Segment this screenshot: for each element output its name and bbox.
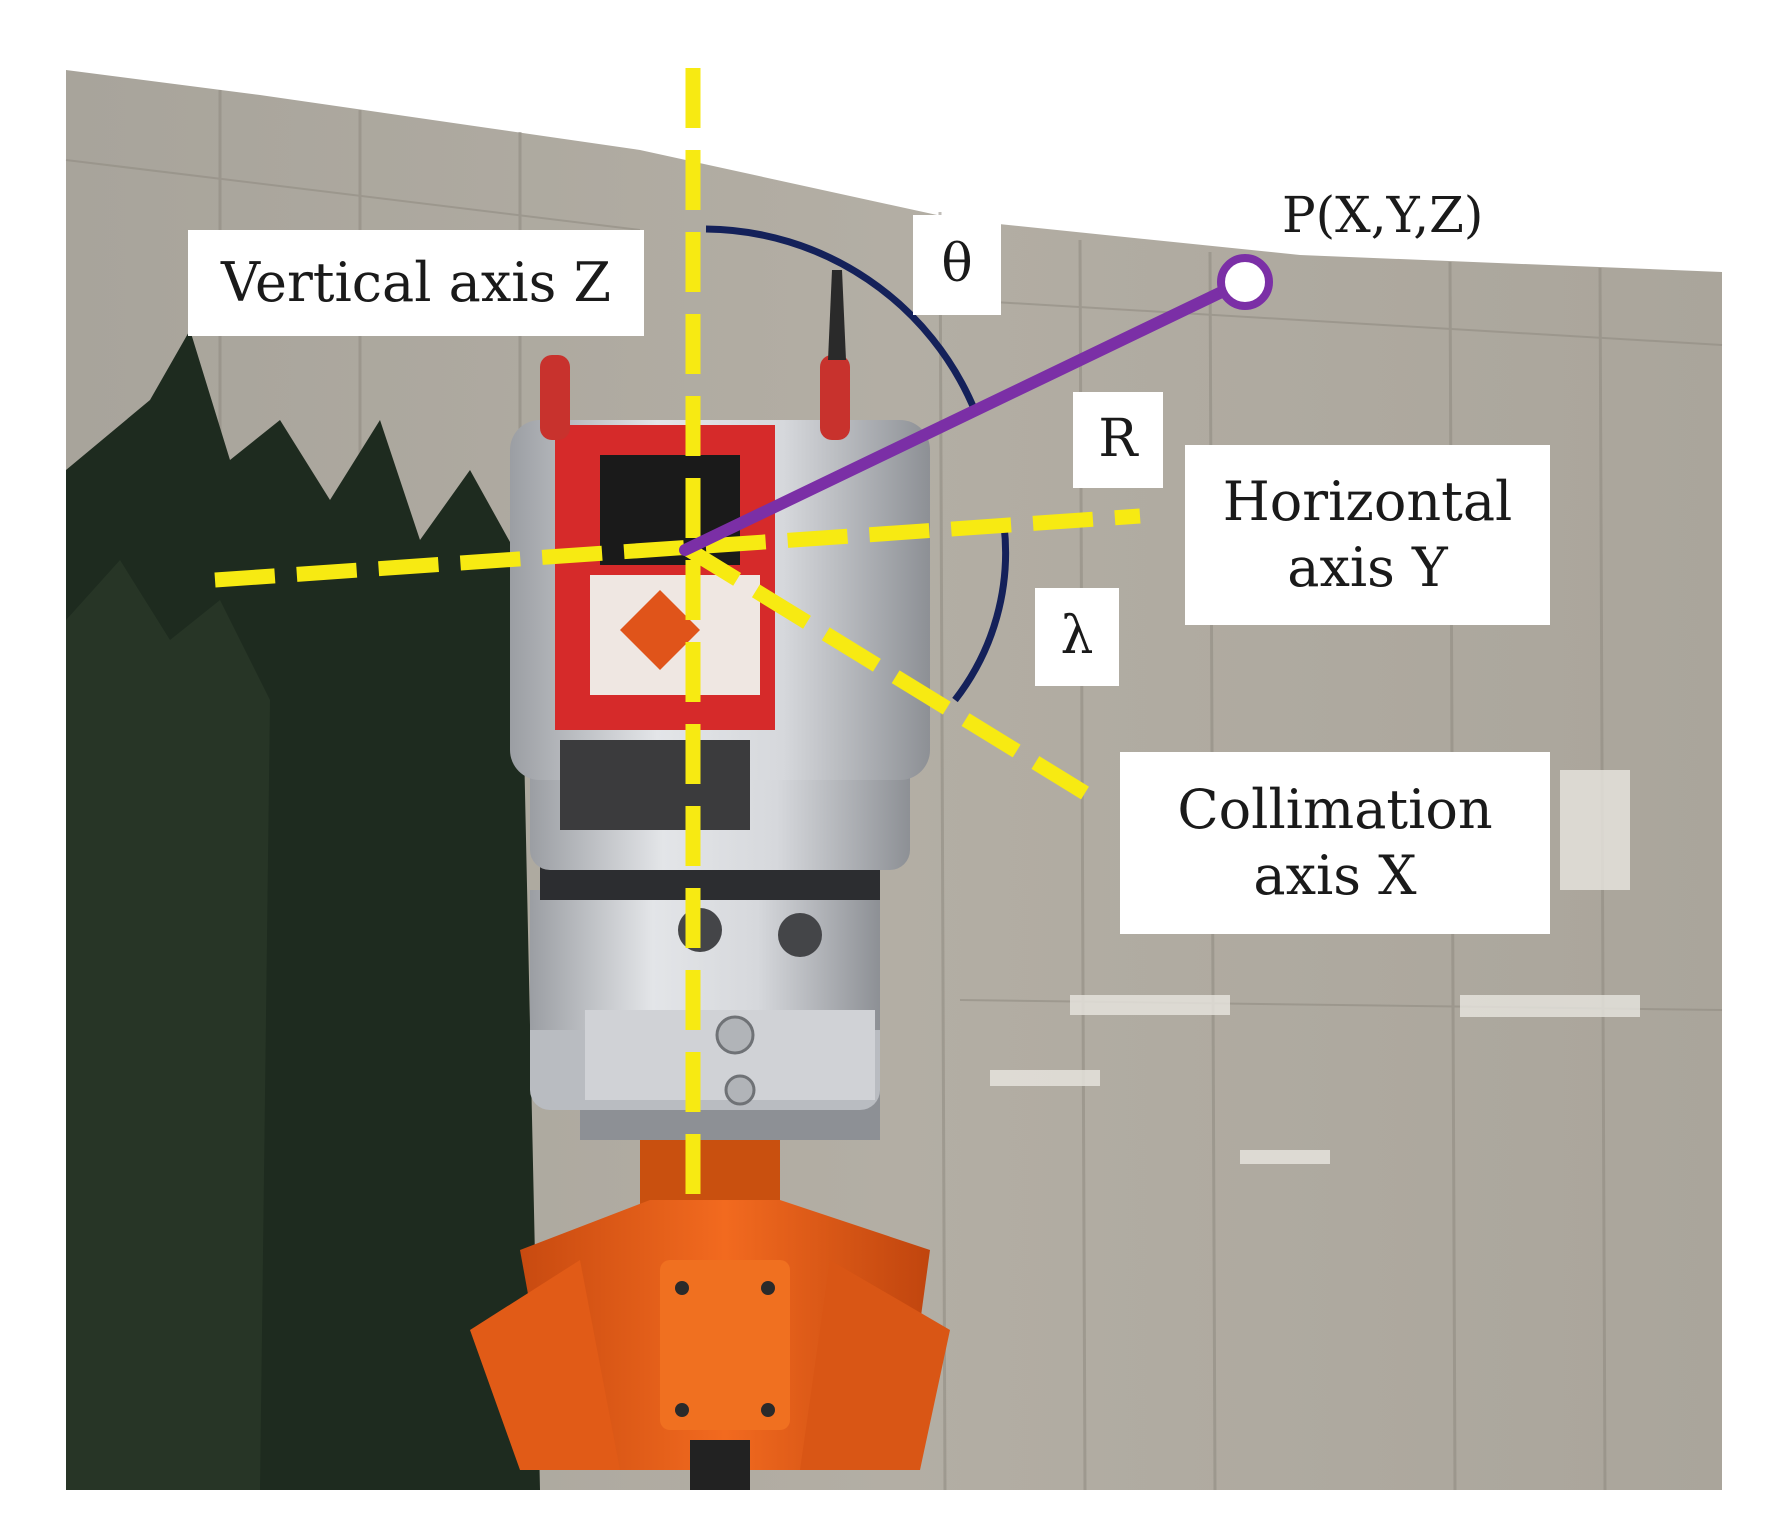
point-p-marker xyxy=(1217,254,1273,310)
collimation-axis-label-line2: axis X xyxy=(1253,844,1417,907)
collimation-axis-label: Collimation axis X xyxy=(1120,752,1550,934)
radius-label: R xyxy=(1073,392,1163,488)
theta-label: θ xyxy=(913,215,1001,315)
radius-vector xyxy=(679,282,1236,556)
lambda-angle-arc xyxy=(952,524,1010,703)
theta-angle-arc xyxy=(705,225,979,413)
tripod xyxy=(470,1130,950,1490)
annotation-overlay: P(X,Y,Z) xyxy=(214,68,1483,1195)
collimation-axis-label-line1: Collimation xyxy=(1177,778,1493,842)
horizontal-axis-y xyxy=(214,508,1141,588)
lambda-label: λ xyxy=(1035,588,1119,686)
point-p-label: P(X,Y,Z) xyxy=(1282,186,1483,244)
vertical-axis-label: Vertical axis Z xyxy=(188,230,644,336)
horizontal-axis-label-line1: Horizontal xyxy=(1222,470,1513,534)
horizontal-axis-label: Horizontal axis Y xyxy=(1185,445,1550,625)
trees-highlight xyxy=(66,560,270,1490)
dam-water-stains xyxy=(990,770,1640,1164)
horizontal-axis-label-line2: axis Y xyxy=(1287,536,1448,599)
laser-scanner xyxy=(510,270,930,1140)
